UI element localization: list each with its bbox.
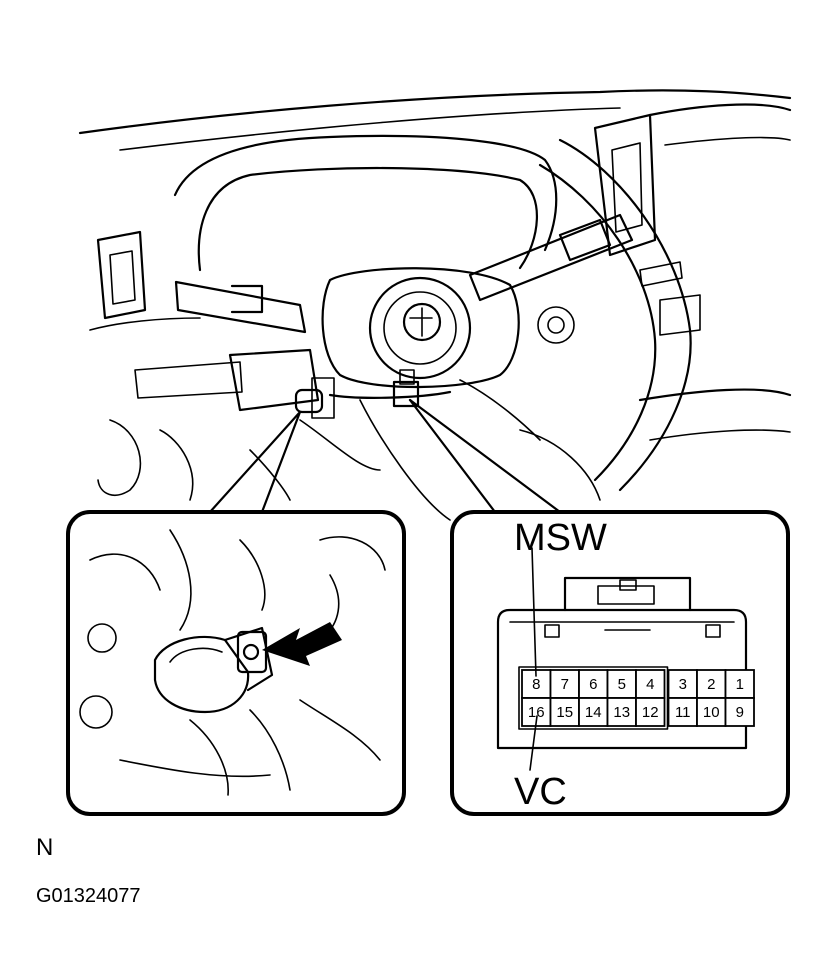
arrow-icon: [262, 622, 342, 666]
pin-cell: [578, 669, 609, 699]
connector-pin: 2: [696, 669, 727, 699]
pin-number: 9: [736, 704, 744, 721]
connector-pin: 11: [667, 697, 698, 727]
pin-number: 1: [736, 676, 744, 693]
connector-pin: 9: [724, 697, 755, 727]
msw-label: MSW: [514, 517, 607, 559]
pin-grid: 8 7 6 5 4 3 2 1 16 15 14 13 12 11 10 9: [518, 666, 755, 730]
pin-cell: [606, 697, 637, 727]
figure-id-label: G01324077: [36, 885, 141, 907]
pin-number: 16: [528, 704, 545, 721]
pin-cell: [696, 697, 727, 727]
dashboard-illustration: [78, 89, 792, 521]
connector-pin: 10: [696, 697, 727, 727]
pin-cell: [606, 669, 637, 699]
pin-number: 2: [707, 676, 715, 693]
connector-pin: 6: [578, 669, 609, 699]
pin-cell: [635, 697, 666, 727]
connector-pin: 1: [724, 669, 755, 699]
connector-inset: 8 7 6 5 4 3 2 1 16 15 14 13 12 11 10 9: [450, 510, 790, 816]
pin-cell: [549, 697, 580, 727]
connector-pin: 14: [578, 697, 609, 727]
connector-pin: 5: [606, 669, 637, 699]
connector-pin: 4: [635, 669, 666, 699]
view-code-label: N: [36, 834, 53, 861]
connector-pin: 16: [521, 697, 552, 727]
pin-number: 14: [585, 704, 602, 721]
pin-number: 3: [679, 676, 687, 693]
pin-number: 4: [646, 676, 654, 693]
pin-number: 15: [556, 704, 573, 721]
pin-number: 8: [532, 676, 540, 693]
pin-number: 10: [703, 704, 720, 721]
connector-pin: 7: [549, 669, 580, 699]
pin-number: 11: [675, 704, 691, 721]
pin-cell: [724, 697, 755, 727]
pin-cell: [696, 669, 727, 699]
switch-location-inset: [66, 510, 406, 816]
connector-pin: 15: [549, 697, 580, 727]
pin-cell: [667, 697, 698, 727]
pin-number: 5: [618, 676, 626, 693]
pin-cell: [724, 669, 755, 699]
pin-number: 13: [613, 704, 630, 721]
callout-lines: [208, 398, 562, 514]
pin-number: 7: [561, 676, 569, 693]
vc-label: VC: [514, 771, 567, 813]
pin-group-outline: [518, 666, 669, 730]
pin-number: 6: [589, 676, 597, 693]
pin-cell: [578, 697, 609, 727]
connector-pin: 13: [606, 697, 637, 727]
pin-cell: [635, 669, 666, 699]
connector-pin: 12: [635, 697, 666, 727]
pin-cell: [549, 669, 580, 699]
connector-pin: 3: [667, 669, 698, 699]
pin-number: 12: [642, 704, 659, 721]
